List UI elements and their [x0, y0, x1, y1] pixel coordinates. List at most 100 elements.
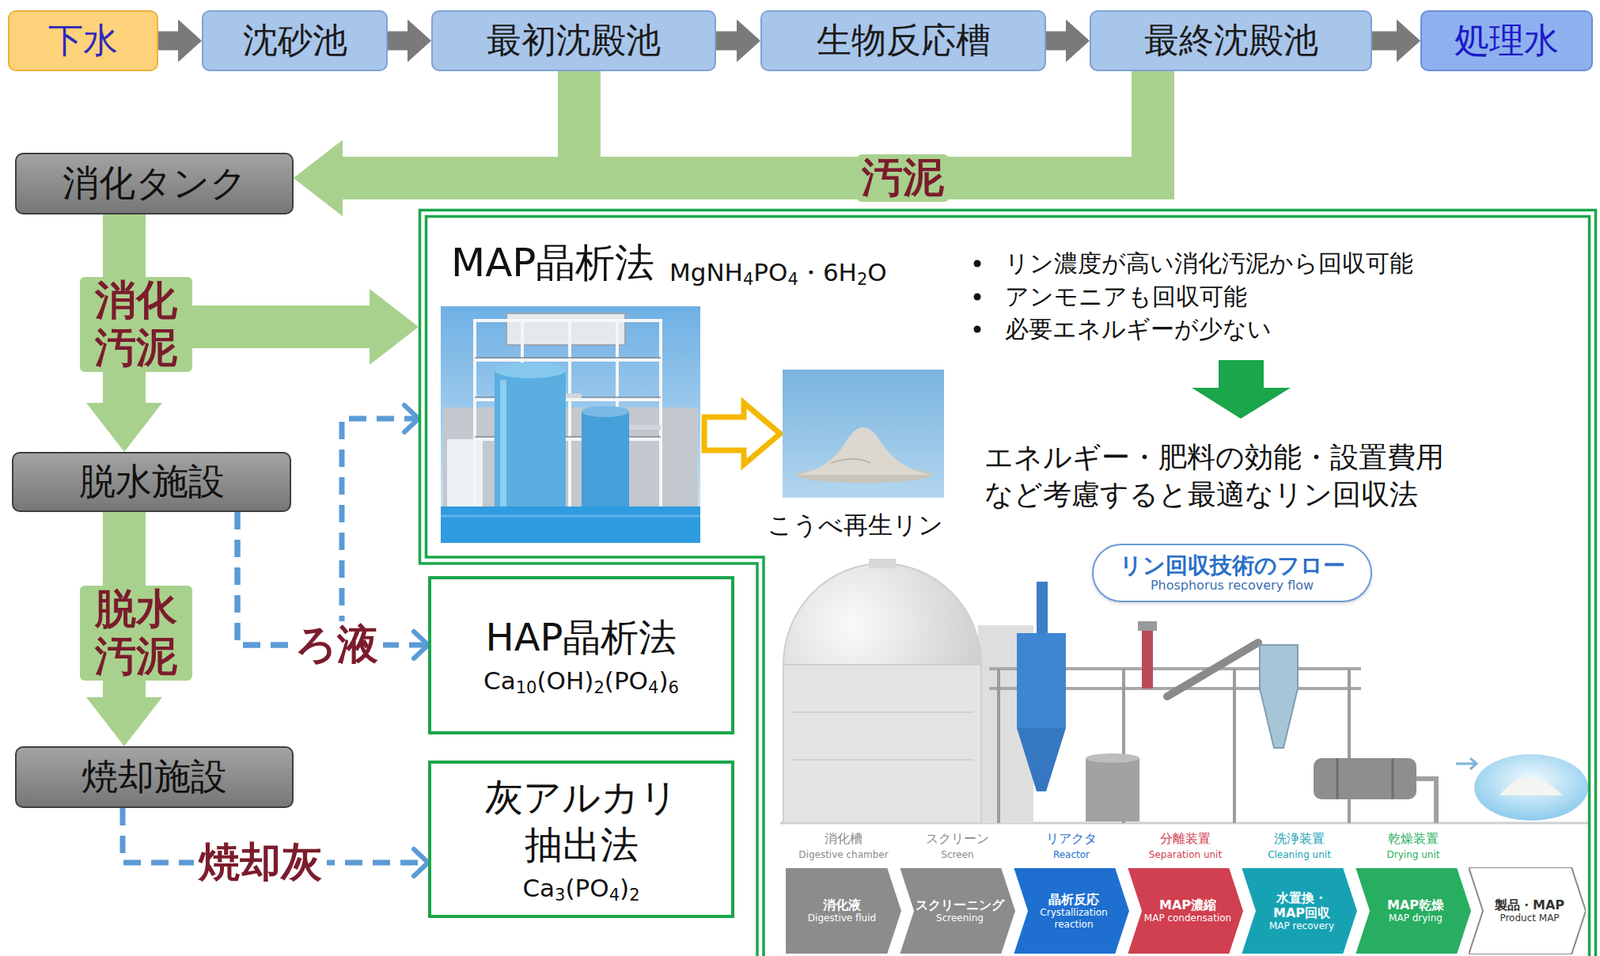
bullet-dot-part — [974, 260, 982, 268]
flow-title-pill: リン回収技術のフローPhosphorus recovery flow — [1091, 543, 1373, 603]
unit-label: 分離装置 — [1160, 830, 1211, 846]
formula-part: (OH) — [537, 666, 595, 695]
flow-step-label: Digestive fluid — [807, 912, 876, 924]
unit-label: Screen — [940, 849, 974, 861]
box-label: 最初沈殿池 — [486, 19, 661, 62]
formula-part: Ca — [483, 666, 516, 695]
formula-part: ) — [658, 666, 668, 695]
flow-step-text: MAP濃縮MAP condensation — [1141, 867, 1235, 955]
edge-label: 脱水 汚泥 — [79, 585, 193, 681]
down-arrow-part — [1191, 360, 1291, 419]
flow-step-text: スクリーニングScreening — [913, 867, 1007, 955]
unit-label: リアクタ — [1046, 830, 1097, 846]
powder-photo-part — [782, 369, 945, 498]
formula-part: (PO — [564, 873, 609, 903]
formula-part: PO — [753, 257, 788, 287]
facility-box: 焼却施設 — [15, 746, 294, 808]
plant-photo-part — [474, 320, 661, 511]
flow-step: MAP濃縮MAP condensation — [1126, 867, 1244, 955]
plant-photo-part — [440, 506, 701, 543]
edge-label: 消化 汚泥 — [79, 276, 193, 372]
flow-step-text: MAP乾燥MAP drying — [1368, 867, 1463, 955]
formula-part: (PO — [604, 666, 649, 695]
process-box: 最初沈殿池 — [431, 10, 717, 72]
recovery-plant-illustration-part — [1016, 633, 1066, 728]
flow-step-label: MAP乾燥 — [1387, 897, 1445, 913]
panel-text: MAP晶析法 — [451, 237, 656, 289]
flow-arrow — [158, 31, 179, 51]
flow-title-text: リン回収技術のフロー — [1119, 553, 1346, 579]
panel-outline — [426, 216, 1590, 956]
chevron-shape — [1012, 867, 1130, 955]
chevron-shape — [1126, 867, 1244, 955]
box-label: 消化タンク — [62, 161, 247, 205]
plant-photo-part — [494, 370, 566, 511]
panel-text: アンモニアも回収可能 — [1004, 280, 1248, 312]
unit-label: Separation unit — [1148, 849, 1222, 861]
edge-label: ろ液 — [290, 621, 383, 669]
chevron-shape — [1468, 867, 1586, 955]
method-label: HAP晶析法 — [485, 613, 678, 661]
flow-step-text: 水置換・ MAP回収MAP recovery — [1254, 867, 1349, 955]
recovery-plant-illustration-part — [1259, 644, 1298, 748]
chevron-shape — [784, 867, 903, 955]
formula-part: 2 — [629, 884, 640, 905]
flow-step-text: 消化液Digestive fluid — [791, 867, 893, 955]
flow-step-label: スクリーニング — [915, 897, 1005, 913]
flow-step: 水置換・ MAP回収MAP recovery — [1240, 867, 1358, 955]
flow-step-label: 晶析反応 — [1048, 891, 1100, 907]
formula-part: 4 — [648, 676, 659, 697]
plant-photo-part — [581, 411, 630, 509]
formula-part: 3 — [554, 884, 565, 905]
process-box: 生物反応槽 — [760, 10, 1047, 72]
flow-title-text: Phosphorus recovery flow — [1150, 578, 1314, 593]
flow-step: スクリーニングScreening — [898, 867, 1017, 955]
recovery-plant-illustration-part — [1167, 642, 1259, 697]
plant-photo-part — [474, 320, 661, 511]
box-label: 焼却施設 — [81, 754, 228, 799]
plant-photo-part — [500, 379, 507, 507]
formula-part: O — [867, 257, 887, 287]
edge-label: 焼却灰 — [193, 838, 327, 887]
flow-step-label: MAP濃縮 — [1159, 897, 1217, 913]
formula-part: 2 — [593, 676, 604, 697]
formula-part: 6 — [668, 676, 679, 697]
flow-step-label: Product MAP — [1499, 912, 1559, 924]
box-label: 沈砂池 — [242, 19, 348, 62]
plant-photo-part — [440, 515, 701, 518]
formula-part: ・6H — [798, 257, 857, 287]
facility-box: 脱水施設 — [11, 451, 292, 512]
flow-step-label: 製品・MAP — [1494, 897, 1565, 913]
flow-arrow — [387, 31, 408, 51]
panel-outline — [420, 210, 1597, 956]
flow-arrow — [716, 31, 737, 51]
flow-step: 消化液Digestive fluid — [784, 867, 903, 955]
recovery-plant-illustration-part — [1337, 758, 1393, 800]
box-label: 脱水施設 — [79, 459, 225, 504]
unit-label: 洗浄装置 — [1273, 830, 1325, 846]
recovery-plant-illustration-part — [1137, 621, 1157, 631]
hollow-arrow-part — [704, 402, 781, 465]
panel-text: エネルギー・肥料の効能・設置費用 など考慮すると最適なリン回収法 — [984, 439, 1523, 514]
flow-step-text: 晶析反応Crystallization reaction — [1027, 867, 1121, 955]
recovery-plant-illustration-part — [1313, 758, 1417, 800]
edge-label: 汚泥 — [856, 154, 949, 202]
powder-photo-part — [797, 427, 931, 475]
bullet-dot-part — [974, 326, 982, 334]
formula-part: ) — [619, 873, 630, 903]
method-box: 灰アルカリ 抽出法Ca3(PO4)2 — [428, 760, 735, 918]
facility-box: 消化タンク — [15, 152, 294, 215]
unit-label: 乾燥装置 — [1387, 830, 1439, 846]
plant-photo-part — [440, 306, 701, 543]
formula-part: 2 — [856, 269, 868, 289]
method-label: Ca3(PO4)2 — [522, 872, 640, 906]
method-label: Ca10(OH)2(PO4)6 — [483, 665, 679, 698]
hollow-arrow — [704, 402, 781, 465]
flow-step: 晶析反応Crystallization reaction — [1012, 867, 1130, 955]
box-label: 生物反応槽 — [816, 19, 991, 62]
recovery-plant-illustration-part — [791, 712, 974, 760]
flow-step-text: 製品・MAPProduct MAP — [1482, 867, 1577, 955]
